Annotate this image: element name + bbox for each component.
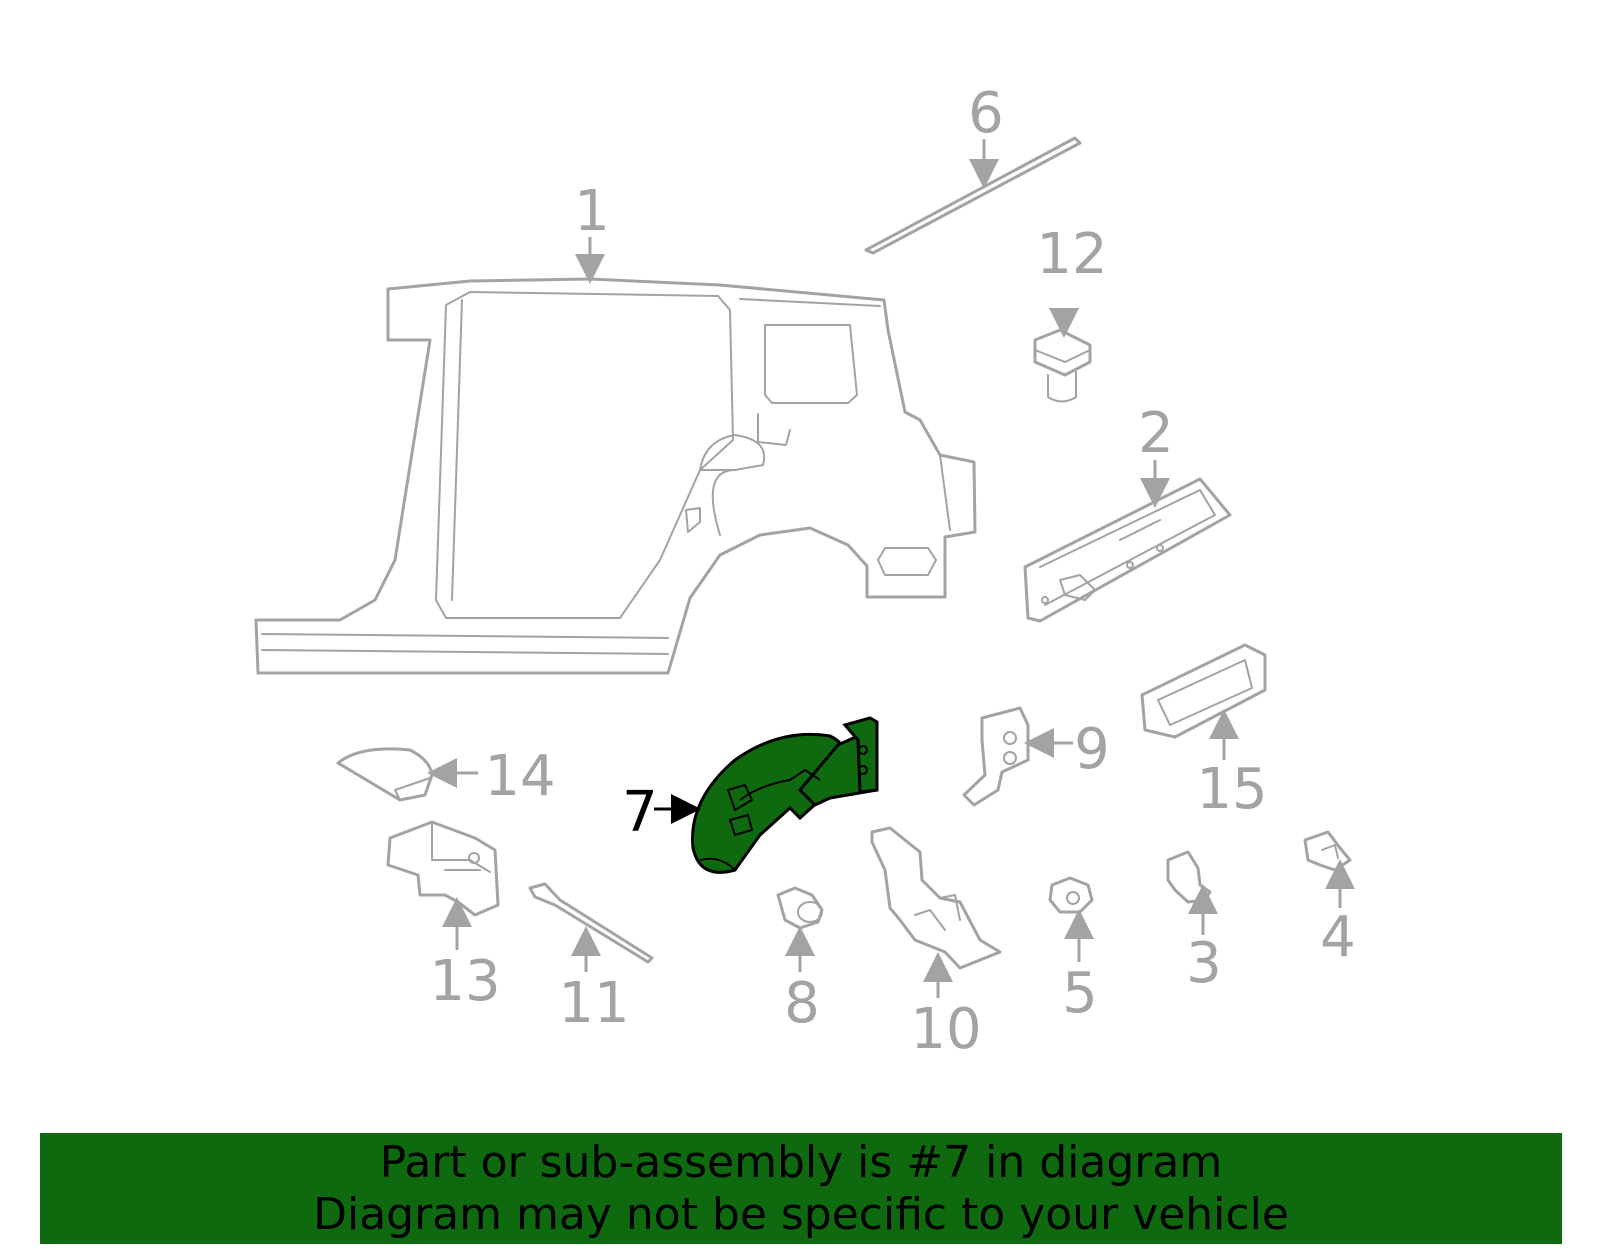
leader-lines [427,139,1355,998]
callout-labels: 1 6 12 2 15 9 14 13 11 7 8 10 5 3 4 [429,81,1355,1062]
part-14-small-door [336,747,434,802]
callout-4: 4 [1320,905,1356,970]
callout-12: 12 [1036,222,1107,287]
part-4-clip [1303,830,1352,872]
part-13-bracket [386,820,500,917]
footer-line-1: Part or sub-assembly is #7 in diagram [379,1136,1223,1188]
part-10-bracket [870,826,1002,970]
part-15-fuel-door-housing [1140,643,1267,739]
part-2-inner-rail [1023,477,1232,623]
callout-10: 10 [910,997,981,1062]
callout-13: 13 [429,949,500,1014]
callout-14: 14 [484,744,555,809]
callout-1: 1 [574,179,610,244]
part-5-nut [1048,876,1094,914]
callout-3: 3 [1186,931,1222,996]
callout-2: 2 [1138,401,1174,466]
callout-7: 7 [622,780,658,845]
callout-6: 6 [968,81,1004,146]
part-12-clip [1033,328,1092,403]
parts-diagram: 1 6 12 2 15 9 14 13 11 7 8 10 5 3 4 [254,81,1356,1062]
part-8-grommet [776,886,824,930]
part-6-molding-strip [864,136,1082,255]
callout-9: 9 [1074,717,1110,782]
callout-15: 15 [1196,757,1267,822]
part-7-fuel-filler-door [691,716,879,874]
part-9-hinge [962,706,1030,807]
callout-5: 5 [1062,961,1098,1026]
footer-banner: Part or sub-assembly is #7 in diagram Di… [40,1133,1562,1244]
callout-11: 11 [558,971,629,1036]
footer-line-2: Diagram may not be specific to your vehi… [313,1188,1289,1240]
part-11-rod [528,882,654,964]
part-1-body-side-panel [254,277,977,675]
callout-8: 8 [784,971,820,1036]
